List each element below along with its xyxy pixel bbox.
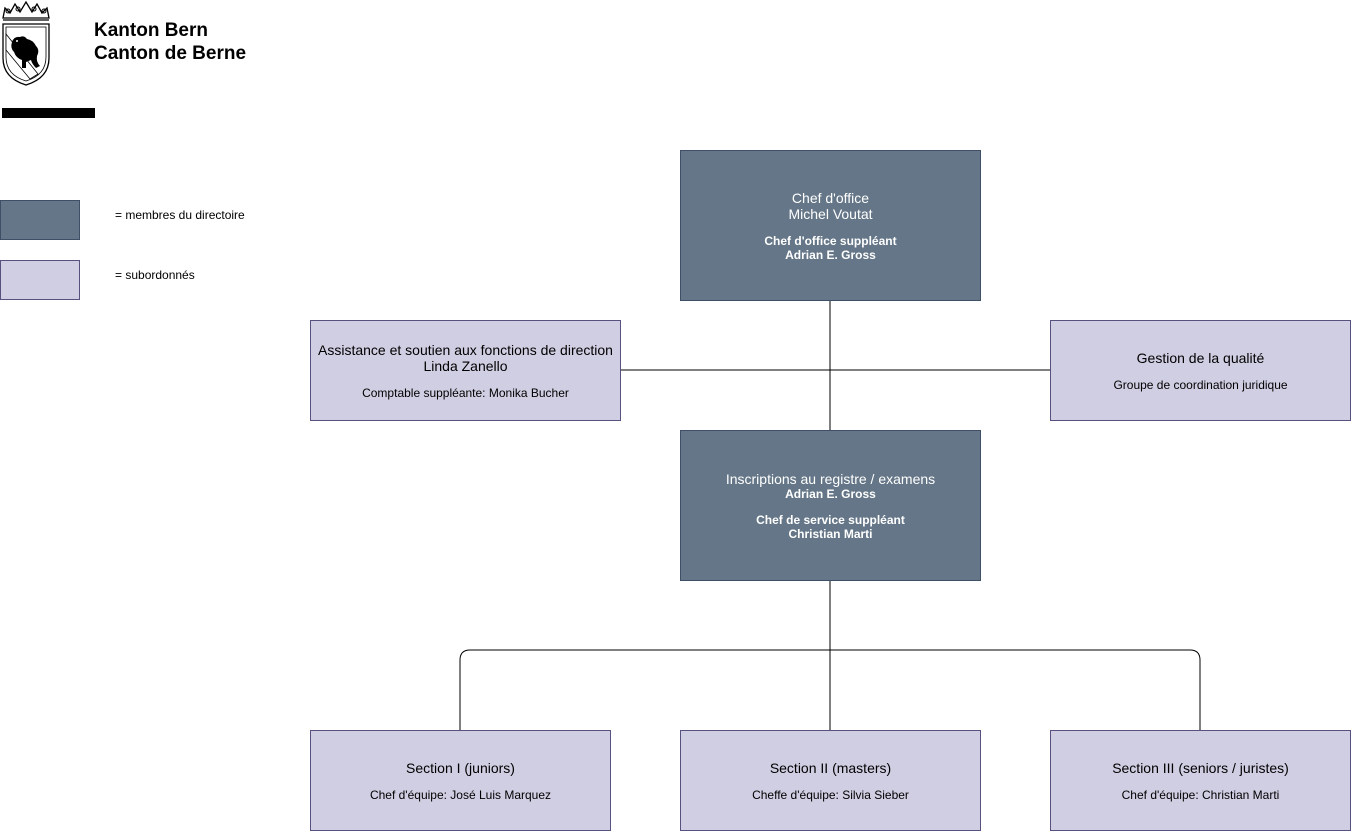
node-inscriptions-name: Adrian E. Gross: [785, 486, 876, 501]
node-section-2: Section II (masters) Cheffe d'équipe: Si…: [680, 730, 981, 831]
node-inscriptions-deputy-title: Chef de service suppléant: [756, 512, 905, 527]
legend-label-directorate: = membres du directoire: [115, 208, 245, 222]
node-section-1-title: Section I (juniors): [406, 759, 515, 776]
node-chef-title: Chef d'office: [791, 189, 870, 206]
node-section-3: Section III (seniors / juristes) Chef d'…: [1050, 730, 1351, 831]
legend-swatch-directorate: [0, 200, 80, 240]
node-assistance-note: Comptable suppléante: Monika Bucher: [362, 385, 569, 400]
bern-crest-icon: [2, 0, 50, 86]
node-chef-deputy-name: Adrian E. Gross: [785, 247, 876, 262]
node-chef-deputy-title: Chef d'office suppléant: [764, 233, 897, 248]
connector-sections-bus: [459, 649, 1201, 730]
brand-title-fr: Canton de Berne: [94, 43, 247, 64]
node-section-3-title: Section III (seniors / juristes): [1112, 759, 1289, 776]
node-section-2-title: Section II (masters): [769, 759, 892, 776]
node-quality: Gestion de la qualité Groupe de coordina…: [1050, 320, 1351, 421]
node-assistance: Assistance et soutien aux fonctions de d…: [310, 320, 621, 421]
node-quality-title: Gestion de la qualité: [1136, 349, 1265, 366]
node-section-2-lead: Cheffe d'équipe: Silvia Sieber: [752, 787, 909, 802]
node-assistance-title: Assistance et soutien aux fonctions de d…: [318, 341, 613, 358]
node-assistance-name: Linda Zanello: [423, 357, 508, 374]
legend-label-subordinate: = subordonnés: [115, 268, 195, 282]
node-chef-name: Michel Voutat: [788, 205, 873, 222]
node-quality-note: Groupe de coordination juridique: [1113, 377, 1288, 392]
node-chef-office: Chef d'office Michel Voutat Chef d'offic…: [680, 150, 981, 301]
node-inscriptions-title: Inscriptions au registre / examens: [725, 470, 936, 487]
legend-swatch-subordinate: [0, 260, 80, 300]
node-inscriptions-deputy-name: Christian Marti: [788, 526, 873, 541]
brand-rule: [2, 108, 95, 118]
brand-title-de: Kanton Bern: [94, 20, 208, 41]
node-inscriptions: Inscriptions au registre / examens Adria…: [680, 430, 981, 581]
node-section-1-lead: Chef d'équipe: José Luis Marquez: [369, 787, 552, 802]
node-section-1: Section I (juniors) Chef d'équipe: José …: [310, 730, 611, 831]
node-section-3-lead: Chef d'équipe: Christian Marti: [1121, 787, 1280, 802]
